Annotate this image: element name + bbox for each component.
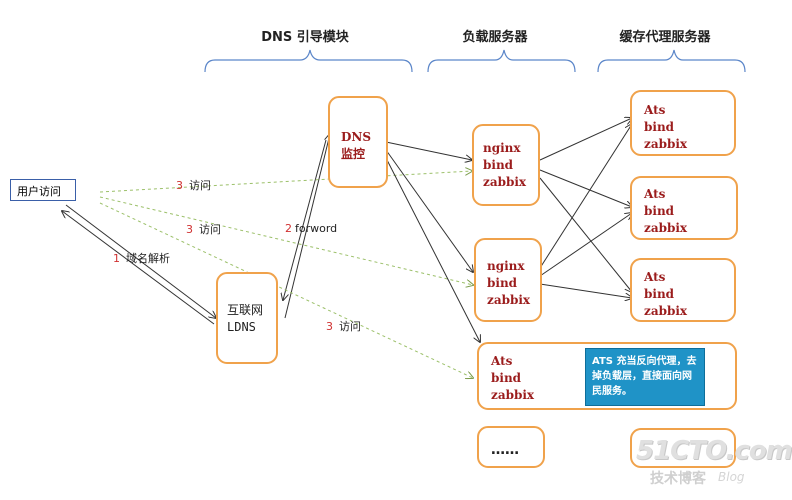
connections-layer xyxy=(0,49,746,500)
lb1-line3: zabbix xyxy=(483,175,527,189)
cache1-line3: zabbix xyxy=(644,137,688,151)
dashed-access-3 xyxy=(99,202,473,378)
arrow-ldns-to-dns xyxy=(284,134,330,319)
arrow-lb2-to-cache1 xyxy=(539,124,632,269)
ats-note-callout: ATS 充当反向代理，去掉负载层，直接面向网民服务。 xyxy=(585,348,705,406)
cache-server-1: Ats bind zabbix xyxy=(630,90,736,156)
dashed-access-1 xyxy=(99,171,472,193)
bracket-dns xyxy=(204,49,413,73)
lb2-line3: zabbix xyxy=(487,293,531,307)
arrow-lb2-to-cache3 xyxy=(539,283,632,298)
arrow-ldns-to-user xyxy=(62,211,215,325)
header-cache-proxy-servers: 缓存代理服务器 xyxy=(619,30,711,45)
dns-monitor-line2: 监控 xyxy=(341,147,366,161)
ats-direct-line1: Ats xyxy=(491,354,513,368)
cache1-line1: Ats xyxy=(644,103,666,117)
dns-monitor-line1: DNS xyxy=(341,130,372,144)
arrow-dns-to-ldns xyxy=(283,139,327,300)
watermark-blog: Blog xyxy=(718,470,745,484)
cache2-line1: Ats xyxy=(644,187,666,201)
watermark-logo: 51CTO.com xyxy=(636,436,792,466)
lb2-line2: bind xyxy=(487,276,518,290)
lb-server-1: nginx bind zabbix xyxy=(472,124,540,206)
ats-direct-node: Ats bind zabbix ATS 充当反向代理，去掉负载层，直接面向网民服… xyxy=(477,342,737,410)
arrow-lb1-to-cache3 xyxy=(539,177,632,292)
arrow-dns-to-lb1 xyxy=(385,141,472,160)
ldns-node: 互联网 LDNS xyxy=(216,272,278,364)
cache3-line1: Ats xyxy=(644,270,666,284)
dns-monitor-node: DNS 监控 xyxy=(328,96,388,188)
arrow-lb1-to-cache2 xyxy=(539,169,632,207)
cache1-line2: bind xyxy=(644,120,675,134)
arrow-user-to-ldns xyxy=(65,204,216,318)
ats-direct-line2: bind xyxy=(491,371,522,385)
cache-server-3: Ats bind zabbix xyxy=(630,258,736,322)
bracket-cache xyxy=(597,49,746,73)
cache-server-more xyxy=(630,428,736,468)
header-dns-module: DNS 引导模块 xyxy=(261,30,349,45)
arrow-lb1-to-cache1 xyxy=(539,118,632,161)
arrow-dns-to-lb2 xyxy=(385,149,473,272)
ellipsis-text: …… xyxy=(491,442,519,458)
bracket-lb xyxy=(427,49,576,73)
ats-direct-line3: zabbix xyxy=(491,388,535,402)
cache-server-2: Ats bind zabbix xyxy=(630,176,738,240)
header-load-servers: 负载服务器 xyxy=(462,30,528,45)
lb1-line1: nginx xyxy=(483,141,521,155)
ldns-label-line2: LDNS xyxy=(227,320,256,334)
cache2-line2: bind xyxy=(644,204,675,218)
lb-server-2: nginx bind zabbix xyxy=(474,238,542,322)
cache3-line2: bind xyxy=(644,287,675,301)
ldns-label-line1: 互联网 xyxy=(227,303,264,317)
cache3-line3: zabbix xyxy=(644,304,688,318)
lb1-line2: bind xyxy=(483,158,514,172)
more-servers-node: …… xyxy=(477,426,545,468)
arrow-lb2-to-cache2 xyxy=(539,213,632,277)
lb2-line1: nginx xyxy=(487,259,525,273)
dashed-access-2 xyxy=(99,196,473,285)
user-access-node: 用户访问 xyxy=(10,179,76,201)
watermark-subtitle: 技术博客 xyxy=(650,471,706,487)
arrow-dns-to-ats xyxy=(385,157,480,342)
cache2-line3: zabbix xyxy=(644,221,688,235)
